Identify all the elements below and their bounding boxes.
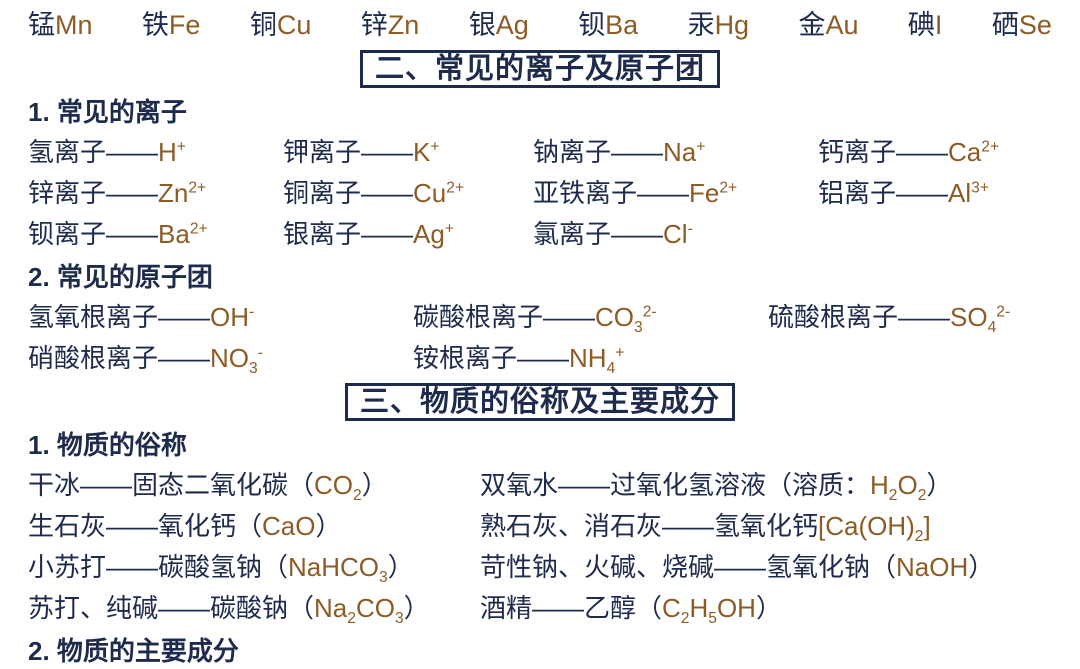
ion-entry: 氢离子——H+ bbox=[28, 137, 186, 167]
ion-entry: 钙离子——Ca2+ bbox=[818, 137, 1000, 167]
alias-row: 苏打、纯碱——碳酸钠（Na2CO3） 酒精——乙醇（C2H5OH） bbox=[28, 592, 1052, 628]
radical-entry: 硝酸根离子——NO3- bbox=[28, 343, 263, 378]
radical-entry: 碳酸根离子——CO32- bbox=[413, 302, 657, 337]
radical-entry: 氢氧根离子——OH- bbox=[28, 302, 255, 332]
subhead-substance-aliases: 1. 物质的俗称 bbox=[28, 430, 187, 460]
ion-entry: 亚铁离子——Fe2+ bbox=[533, 178, 738, 208]
element-item: 铁Fe bbox=[141, 10, 201, 40]
ion-row: 氢离子——H+ 钾离子——K+ 钠离子——Na+ 钙离子——Ca2+ bbox=[28, 136, 1052, 169]
alias-entry: 酒精——乙醇（C2H5OH） bbox=[480, 593, 782, 628]
subhead-substance-components: 2. 物质的主要成分 bbox=[28, 636, 239, 666]
alias-entry: 干冰——固态二氧化碳（CO2） bbox=[28, 470, 388, 505]
alias-entry: 苏打、纯碱——碳酸钠（Na2CO3） bbox=[28, 593, 430, 628]
ion-row: 钡离子——Ba2+ 银离子——Ag+ 氯离子——Cl- bbox=[28, 218, 1052, 251]
element-item: 金Au bbox=[798, 10, 859, 40]
alias-entry: 小苏打——碳酸氢钠（NaHCO3） bbox=[28, 552, 414, 587]
ion-entry: 铜离子——Cu2+ bbox=[283, 178, 465, 208]
section-heading-aliases: 三、物质的俗称及主要成分 bbox=[344, 383, 735, 421]
element-item: 银Ag bbox=[468, 10, 529, 40]
alias-entry: 苛性钠、火碱、烧碱——氢氧化钠（NaOH） bbox=[480, 552, 995, 582]
element-item: 硒Se bbox=[991, 10, 1052, 40]
ion-entry: 铝离子——Al3+ bbox=[818, 178, 989, 208]
alias-entry: 生石灰——氧化钙（CaO） bbox=[28, 511, 342, 541]
element-item: 汞Hg bbox=[687, 10, 750, 40]
element-item: 锌Zn bbox=[360, 10, 420, 40]
element-item: 碘I bbox=[907, 10, 943, 40]
ion-entry: 钾离子——K+ bbox=[283, 137, 440, 167]
radical-row: 硝酸根离子——NO3- 铵根离子——NH4+ bbox=[28, 342, 1052, 378]
ion-row: 锌离子——Zn2+ 铜离子——Cu2+ 亚铁离子——Fe2+ 铝离子——Al3+ bbox=[28, 177, 1052, 210]
elements-row: 锰Mn 铁Fe 铜Cu 锌Zn 银Ag 钡Ba 汞Hg 金Au 碘I 硒Se bbox=[28, 8, 1052, 42]
element-item: 锰Mn bbox=[28, 10, 93, 40]
alias-entry: 熟石灰、消石灰——氢氧化钙[Ca(OH)2] bbox=[480, 511, 931, 546]
radical-entry: 硫酸根离子——SO42- bbox=[768, 302, 1011, 337]
alias-row: 小苏打——碳酸氢钠（NaHCO3） 苛性钠、火碱、烧碱——氢氧化钠（NaOH） bbox=[28, 551, 1052, 587]
element-item: 钡Ba bbox=[578, 10, 639, 40]
ion-entry: 银离子——Ag+ bbox=[283, 219, 454, 249]
radical-row: 氢氧根离子——OH- 碳酸根离子——CO32- 硫酸根离子——SO42- bbox=[28, 301, 1052, 337]
ion-entry: 锌离子——Zn2+ bbox=[28, 178, 207, 208]
alias-row: 生石灰——氧化钙（CaO） 熟石灰、消石灰——氢氧化钙[Ca(OH)2] bbox=[28, 510, 1052, 546]
ion-entry: 钡离子——Ba2+ bbox=[28, 219, 208, 249]
ion-entry: 钠离子——Na+ bbox=[533, 137, 706, 167]
radical-entry: 铵根离子——NH4+ bbox=[413, 343, 625, 378]
ion-entry: 氯离子——Cl- bbox=[533, 219, 693, 249]
section-heading-ions: 二、常见的离子及原子团 bbox=[359, 50, 720, 88]
subhead-common-ions: 1. 常见的离子 bbox=[28, 97, 187, 127]
element-item: 铜Cu bbox=[249, 10, 312, 40]
alias-entry: 双氧水——过氧化氢溶液（溶质：H2O2） bbox=[480, 470, 953, 505]
subhead-common-radicals: 2. 常见的原子团 bbox=[28, 262, 213, 292]
alias-row: 干冰——固态二氧化碳（CO2） 双氧水——过氧化氢溶液（溶质：H2O2） bbox=[28, 469, 1052, 505]
